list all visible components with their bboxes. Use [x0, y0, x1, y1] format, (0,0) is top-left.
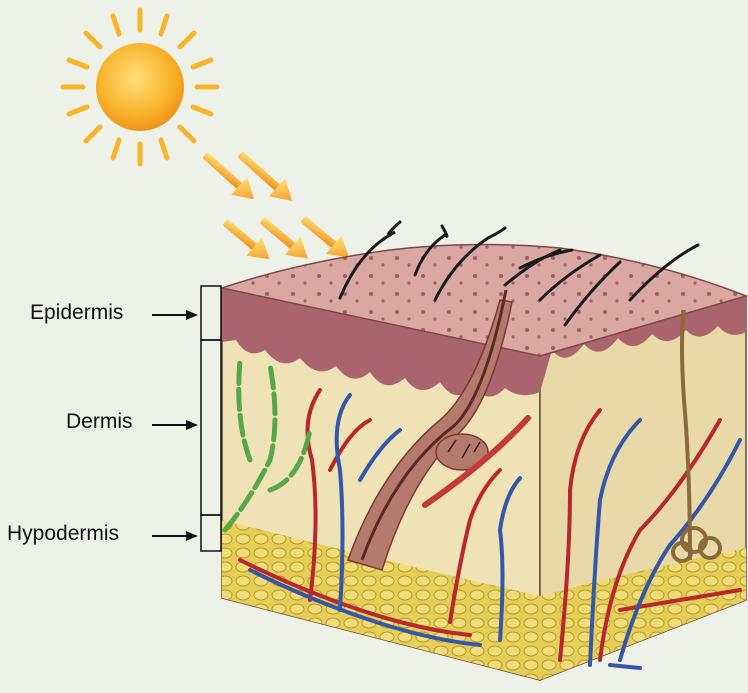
- epidermis-label: Epidermis: [30, 301, 123, 325]
- uv-ray-arrows: [197, 145, 357, 268]
- sun-icon: [63, 10, 217, 164]
- dermis-label: Dermis: [66, 410, 133, 434]
- layer-bracket: [201, 286, 221, 551]
- skin-block: [222, 222, 746, 680]
- label-pointer-arrows: [152, 310, 198, 541]
- hypodermis-label: Hypodermis: [7, 522, 119, 546]
